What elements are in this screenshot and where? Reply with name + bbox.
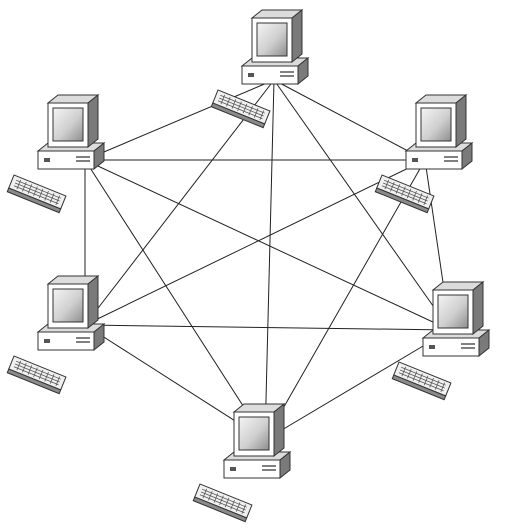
- desktop-computer-icon: [6, 94, 105, 214]
- desktop-computer-icon: [210, 9, 309, 129]
- link-n4-n6: [84, 159, 266, 441]
- connection-lines: [84, 79, 451, 441]
- link-n2-n5: [84, 159, 426, 326]
- link-n1-n3: [273, 79, 451, 331]
- link-n2-n4: [264, 159, 426, 441]
- link-n1-n4: [264, 79, 275, 441]
- link-n3-n5: [84, 324, 451, 331]
- link-n1-n6: [84, 79, 275, 161]
- link-n3-n6: [84, 159, 451, 331]
- desktop-computer-icon: [6, 275, 105, 395]
- link-n1-n2: [273, 79, 426, 161]
- desktop-computer-icon: [374, 94, 473, 214]
- desktop-computer-icon: [391, 281, 490, 401]
- desktop-computer-icon: [192, 403, 291, 523]
- link-n3-n4: [264, 329, 451, 441]
- link-n1-n5: [84, 79, 275, 326]
- computer-nodes: [6, 9, 490, 523]
